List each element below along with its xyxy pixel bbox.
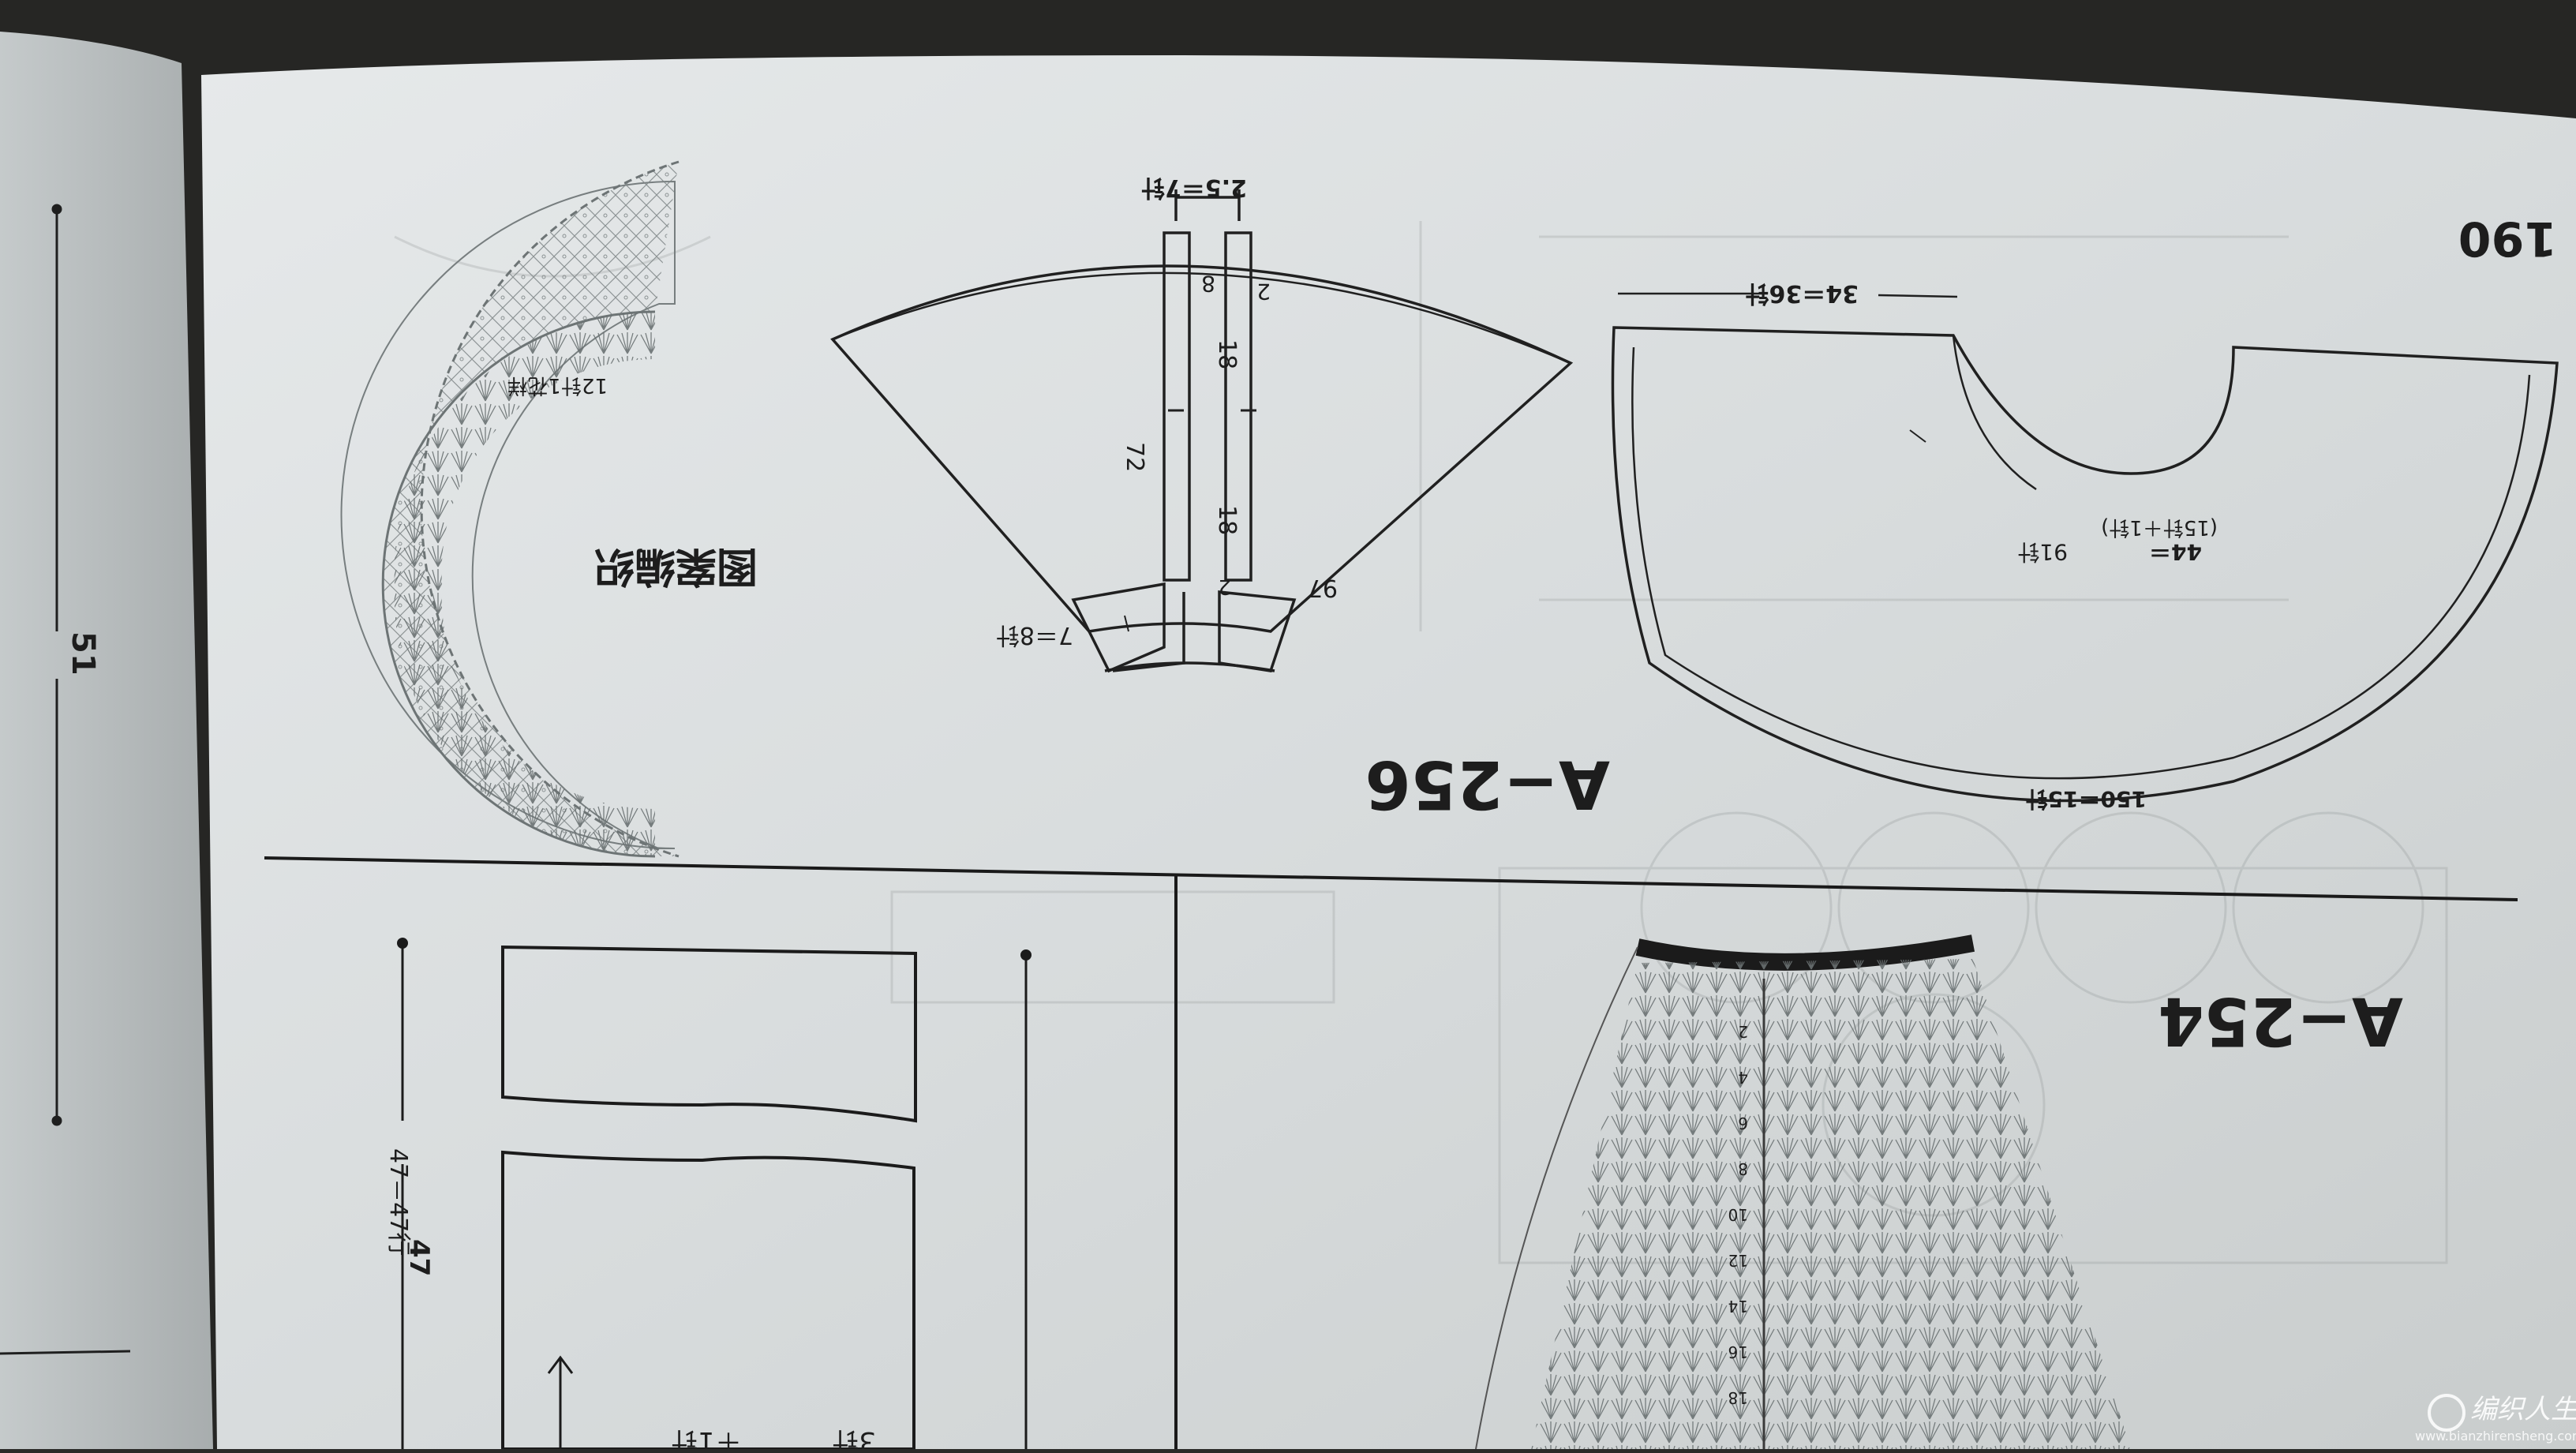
a254-height-rows: 47＝47行 <box>384 1148 412 1256</box>
a256-yoke-bottom-2: 2 <box>1218 575 1231 598</box>
a254-row-number: 6 <box>1738 1114 1748 1133</box>
a256-cape-hem-length: 150＝15针 <box>2026 786 2147 812</box>
a254-crochet-chart <box>1475 934 2131 1450</box>
left-page-measure <box>0 204 131 1355</box>
watermark-url: www.bianzhirensheng.com <box>2415 1429 2576 1444</box>
a256-yoke-bottom-right: 97 <box>1308 574 1338 601</box>
a256-cape-neck-length: 44＝ <box>2149 539 2202 565</box>
a256-yoke-band-18b: 18 <box>1213 505 1241 535</box>
a256-cape-diagram <box>1611 292 2559 803</box>
a254-row-number: 10 <box>1728 1205 1748 1224</box>
left-page <box>0 32 213 1449</box>
a254-bottom-right-inc: ＋1针 <box>671 1425 742 1449</box>
section-divider-horizontal <box>264 856 2518 901</box>
page-number: 190 <box>2458 211 2557 266</box>
a254-row-number: 14 <box>1728 1297 1748 1316</box>
a256-yoke-band-rows: 72 <box>1121 442 1148 472</box>
a256-cape-neck-pickup: (15针＋1针) <box>2101 515 2218 539</box>
a256-yoke-band-18a: 18 <box>1213 339 1241 369</box>
a254-bottom-left-inc: 3针 <box>832 1425 876 1449</box>
a254-row-number: 12 <box>1728 1251 1748 1270</box>
a254-row-number: 8 <box>1738 1159 1748 1178</box>
a256-chart-note: 12针1花样 <box>507 373 608 397</box>
a254-row-number: 16 <box>1728 1343 1748 1361</box>
a256-title: A−256 <box>1365 746 1610 823</box>
a256-cape-top-width: 34＝36针 <box>1746 279 1859 307</box>
a254-pattern-pieces <box>397 938 1032 1451</box>
a256-yoke-bottom-left: 7＝8针 <box>996 621 1073 649</box>
watermark-logo-text: 编织人生 <box>2470 1394 2576 1425</box>
a254-row-number: 4 <box>1738 1068 1748 1087</box>
a256-yoke-diagram <box>830 189 1574 673</box>
a256-chart-label: 图案编织 <box>593 542 758 590</box>
a256-yoke-top-width: 2.5＝7针 <box>1141 174 1247 201</box>
a256-yoke-side-rows: 2 <box>1256 279 1271 305</box>
a254-title: A−254 <box>2158 983 2403 1060</box>
a256-cape-neck-stitches: 91针 <box>2017 539 2068 565</box>
a256-crochet-chart <box>340 160 680 858</box>
watermark-logo: 编织人生 www.bianzhirensheng.com <box>2415 1394 2576 1444</box>
a254-row-number: 2 <box>1738 1022 1748 1041</box>
left-page-measure-value: 51 <box>65 631 101 676</box>
a256-yoke-band-8: 8 <box>1201 271 1215 297</box>
a254-row-numbers: 2 4 6 8 10 12 14 16 18 <box>1728 1022 1748 1407</box>
a254-height-total: 47 <box>403 1239 435 1276</box>
a254-row-number: 18 <box>1728 1388 1748 1407</box>
